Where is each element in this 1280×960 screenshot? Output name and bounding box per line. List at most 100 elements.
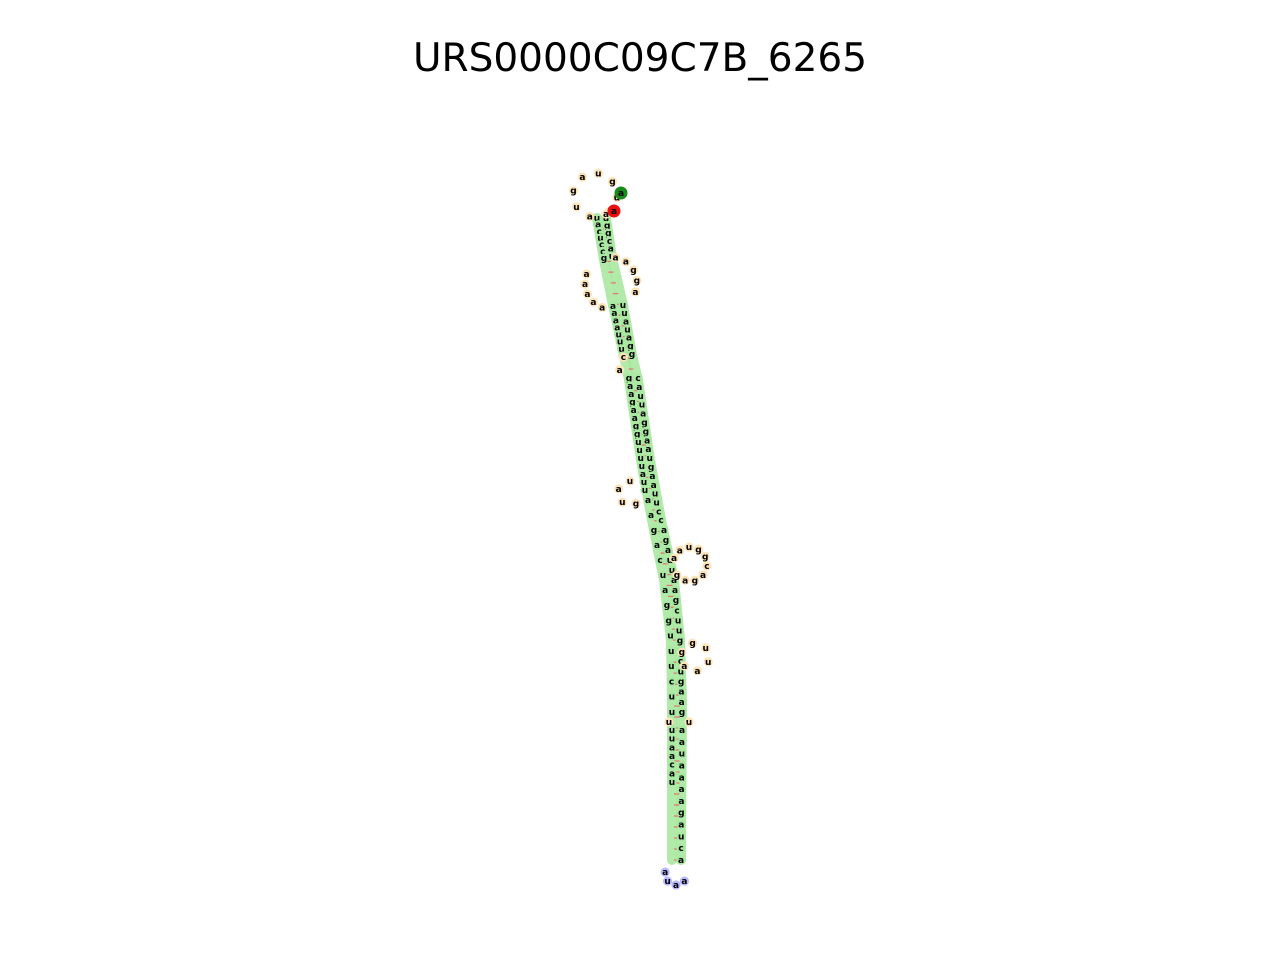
nucleotide-stem: u — [652, 497, 662, 509]
nucleotide-letter: a — [599, 303, 605, 313]
nucleotide-stem: a — [611, 315, 621, 326]
nucleotide-stem: g — [664, 615, 674, 626]
nucleotide-letter: g — [609, 178, 615, 188]
nucleotide-letter: a — [669, 769, 675, 779]
nucleotide-letter: c — [669, 677, 674, 687]
nucleotide-stem: g — [631, 421, 641, 432]
nucleotide-loop: g — [677, 647, 687, 658]
nucleotide-dot — [693, 544, 704, 554]
nucleotide-letter: a — [608, 244, 614, 254]
nucleotide-dot — [607, 177, 618, 187]
nucleotide-hairpin: a — [660, 867, 670, 878]
nucleotide-stem: a — [625, 381, 635, 392]
nucleotide-dot — [619, 308, 630, 318]
nucleotide-stem: g — [675, 636, 685, 647]
nucleotide-dot — [649, 525, 659, 535]
nucleotide-dot — [611, 315, 621, 325]
nucleotide-letter: c — [674, 606, 679, 616]
nucleotide-letter: a — [595, 221, 601, 231]
nucleotide-stem: a — [609, 308, 620, 319]
nucleotide-stem: g — [677, 707, 687, 718]
nucleotide-dot — [633, 437, 643, 447]
nucleotide-dot — [616, 344, 627, 354]
nucleotide-letter: u — [705, 658, 711, 668]
nucleotide-stem: g — [662, 600, 672, 611]
nucleotide-stem: u — [674, 626, 684, 637]
nucleotide-stem: a — [676, 819, 686, 831]
nucleotide-letter: a — [679, 726, 685, 736]
nucleotide-letter: g — [702, 552, 708, 562]
nucleotide-dot — [650, 489, 660, 499]
nucleotide-letter: g — [678, 809, 684, 819]
nucleotide-loop: g — [687, 638, 698, 649]
nucleotide-letter: u — [703, 644, 709, 654]
nucleotide-stem: g — [646, 462, 656, 473]
nucleotide-letter: a — [636, 383, 642, 393]
nucleotide-letter: a — [679, 773, 685, 783]
nucleotide-dot — [631, 498, 641, 508]
nucleotide-letter: g — [689, 639, 695, 649]
nucleotide-stem: a — [638, 469, 648, 480]
nucleotide-stem: a — [630, 413, 640, 424]
nucleotide-letter: a — [631, 406, 637, 416]
nucleotide-stem: c — [633, 373, 643, 384]
nucleotide-dot — [677, 647, 687, 657]
nucleotide-dot — [666, 646, 676, 656]
nucleotide-letter: u — [639, 462, 645, 472]
nucleotide-dot — [647, 471, 657, 481]
nucleotide-dot — [646, 462, 656, 472]
nucleotide-stem: c — [666, 676, 677, 687]
nucleotide-dot — [667, 734, 677, 744]
nucleotide-dot — [582, 289, 593, 299]
terminal-markers: aa — [607, 186, 628, 218]
nucleotide-stem: a — [647, 471, 657, 482]
nucleotide-letter: a — [632, 288, 638, 298]
nucleotide-stem: g — [624, 373, 634, 384]
nucleotide-letter: g — [629, 350, 635, 360]
nucleotide-dot — [626, 389, 636, 399]
nucleotide-dot — [602, 221, 612, 231]
nucleotide-loop: a — [615, 365, 625, 376]
nucleotide-dot — [639, 477, 649, 487]
nucleotide-hairpin: a — [671, 880, 681, 891]
nucleotide-loop: u — [617, 497, 627, 508]
nucleotide-letter: a — [627, 382, 633, 392]
nucleotide-letter: u — [597, 234, 603, 244]
nucleotide-dot — [673, 615, 683, 626]
nucleotide-stem: a — [677, 737, 687, 748]
nucleotide-letter: a — [610, 302, 616, 312]
nucleotide-dot — [638, 409, 648, 419]
nucleotide-dot — [656, 515, 666, 525]
nucleotide-stem: a — [634, 382, 644, 393]
nucleotide-dot — [672, 605, 682, 615]
nucleotide-letter: a — [648, 511, 654, 521]
nucleotide-letter: a — [677, 546, 683, 556]
nucleotide-loop: a — [582, 289, 593, 300]
nucleotide-stem: u — [676, 831, 686, 842]
nucleotide-letter: g — [570, 187, 576, 197]
nucleotide-stem: g — [671, 595, 681, 606]
nucleotide-dot — [672, 570, 682, 580]
nucleotide-dot — [660, 867, 670, 877]
nucleotide-letter: a — [584, 270, 590, 280]
nucleotide-letter: a — [671, 576, 677, 586]
nucleotide-loop: a — [675, 545, 685, 556]
nucleotide-letter: u — [635, 438, 641, 448]
nucleotide-stem: u — [614, 329, 624, 341]
nucleotide-letter: a — [603, 210, 609, 220]
nucleotide-dot — [638, 469, 648, 479]
nucleotide-letter: g — [679, 648, 685, 658]
nucleotide-dot — [662, 600, 672, 610]
nucleotide-letter: a — [678, 856, 684, 866]
nucleotide-letter: g — [643, 427, 649, 437]
nucleotide-letter: a — [640, 470, 646, 480]
nucleotide-stem: a — [646, 510, 656, 521]
nucleotide-stem: u — [658, 570, 668, 581]
nucleotide-dot — [577, 172, 587, 182]
nucleotide-dot — [679, 876, 690, 886]
nucleotide-loop: a — [581, 269, 592, 280]
nucleotide-letter: a — [611, 309, 617, 319]
nucleotide-dot — [698, 570, 708, 580]
three-prime-marker: a — [607, 204, 621, 218]
